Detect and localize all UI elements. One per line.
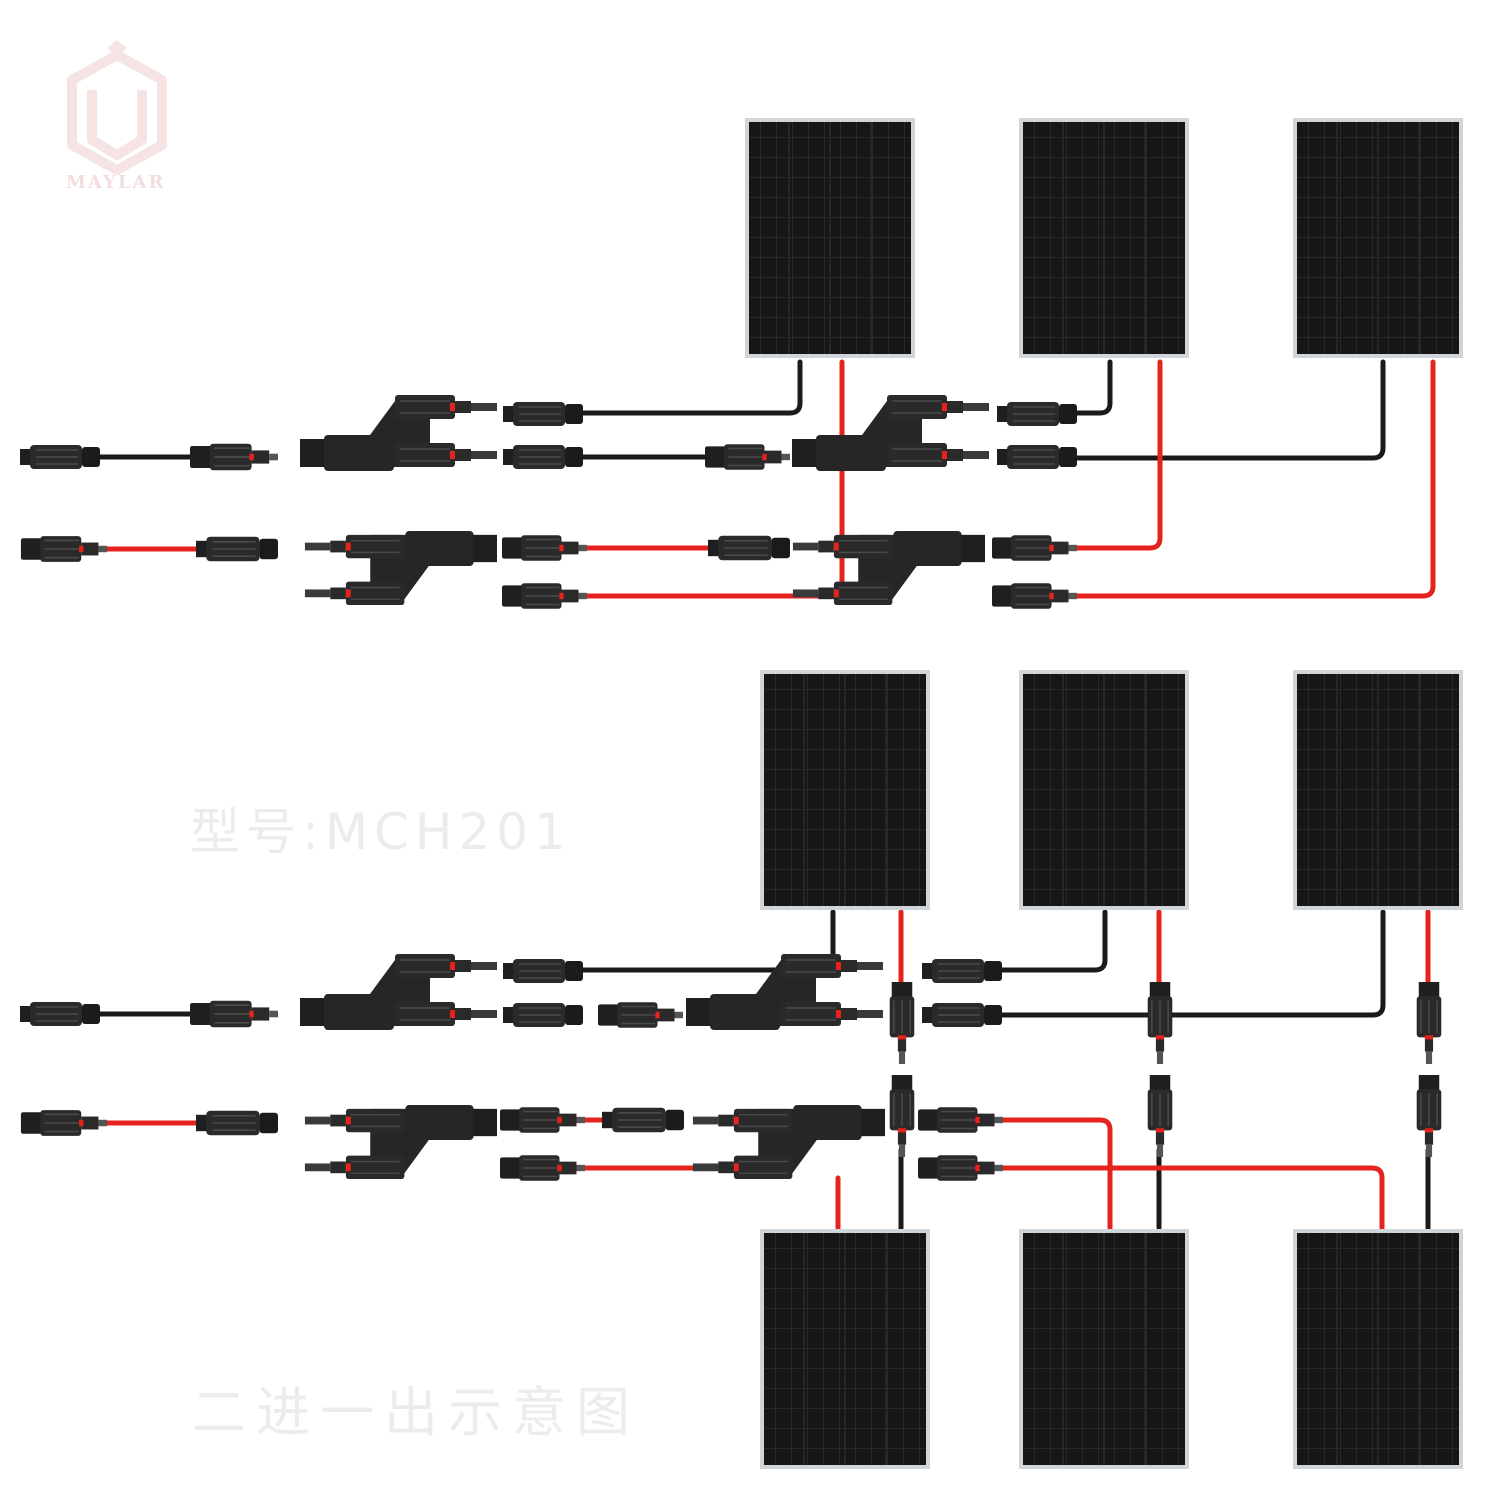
- negative-wire: [997, 909, 1108, 973]
- mc4-female-connector-icon: [997, 401, 1077, 427]
- mc4-female-connector-icon: [503, 1002, 583, 1028]
- mc4-male-connector-icon: [705, 443, 790, 471]
- mc4-female-connector-icon: [503, 444, 583, 470]
- mc4-male-connector-icon: [500, 1154, 585, 1182]
- mc4-female-connector-icon: [922, 958, 1002, 984]
- mc4-female-connector-icon: [503, 401, 583, 427]
- mc4-female-connector-icon: [20, 444, 100, 470]
- solar-panel-icon: [760, 1228, 930, 1470]
- branch-y-connector-icon: [792, 530, 985, 606]
- inline-series-connector-icon: [1146, 1075, 1174, 1157]
- negative-wire: [1072, 359, 1113, 416]
- positive-wire: [582, 359, 845, 599]
- solar-panel-icon: [1293, 117, 1463, 359]
- solar-panel-icon: [745, 117, 915, 359]
- brand-logo-text: MAYLAR: [66, 172, 166, 193]
- mc4-male-connector-icon: [190, 442, 278, 472]
- mc4-male-connector-icon: [500, 1106, 585, 1134]
- caption-watermark: 二进一出示意图: [192, 1381, 640, 1444]
- brand-logo-icon: [67, 40, 167, 175]
- branch-y-connector-icon: [304, 530, 497, 606]
- mc4-female-connector-icon: [196, 1109, 278, 1137]
- solar-panel-icon: [1019, 117, 1189, 359]
- branch-y-connector-icon: [692, 1104, 885, 1180]
- inline-series-connector-icon: [888, 1075, 916, 1157]
- solar-panel-icon: [1293, 669, 1463, 911]
- negative-wire: [1072, 359, 1386, 461]
- mc4-female-connector-icon: [997, 444, 1077, 470]
- solar-panel-icon: [1019, 1228, 1189, 1470]
- solar-panel-icon: [760, 669, 930, 911]
- mc4-female-connector-icon: [503, 958, 583, 984]
- inline-series-connector-icon: [1415, 982, 1443, 1064]
- mc4-female-connector-icon: [922, 1002, 1002, 1028]
- positive-wire: [997, 1165, 1385, 1231]
- mc4-male-connector-icon: [502, 582, 587, 610]
- inline-series-connector-icon: [1415, 1075, 1443, 1157]
- mc4-male-connector-icon: [598, 1001, 683, 1029]
- inline-series-connector-icon: [888, 982, 916, 1064]
- inline-series-connector-icon: [1146, 982, 1174, 1064]
- mc4-male-connector-icon: [190, 999, 278, 1029]
- branch-y-connector-icon: [300, 953, 498, 1031]
- mc4-male-connector-icon: [918, 1106, 1003, 1134]
- positive-wire: [1072, 359, 1163, 551]
- top-section: [20, 117, 1463, 610]
- negative-wire: [577, 359, 803, 416]
- mc4-female-connector-icon: [602, 1106, 684, 1134]
- branch-y-connector-icon: [686, 953, 884, 1031]
- mc4-male-connector-icon: [918, 1154, 1003, 1182]
- negative-wire: [997, 909, 1386, 1018]
- branch-y-connector-icon: [300, 394, 498, 472]
- positive-wire: [1072, 359, 1436, 599]
- mc4-female-connector-icon: [708, 534, 790, 562]
- mc4-male-connector-icon: [20, 535, 108, 563]
- mc4-male-connector-icon: [992, 582, 1077, 610]
- mc4-male-connector-icon: [502, 534, 587, 562]
- branch-y-connector-icon: [792, 394, 990, 472]
- model-watermark: 型号:MCH201: [190, 803, 572, 861]
- positive-wire: [997, 1117, 1113, 1231]
- solar-panel-icon: [1019, 669, 1189, 911]
- mc4-male-connector-icon: [20, 1109, 108, 1137]
- mc4-female-connector-icon: [20, 1001, 100, 1027]
- solar-panel-icon: [1293, 1228, 1463, 1470]
- mc4-female-connector-icon: [196, 535, 278, 563]
- branch-y-connector-icon: [304, 1104, 497, 1180]
- mc4-male-connector-icon: [992, 534, 1077, 562]
- bottom-section: [20, 669, 1463, 1470]
